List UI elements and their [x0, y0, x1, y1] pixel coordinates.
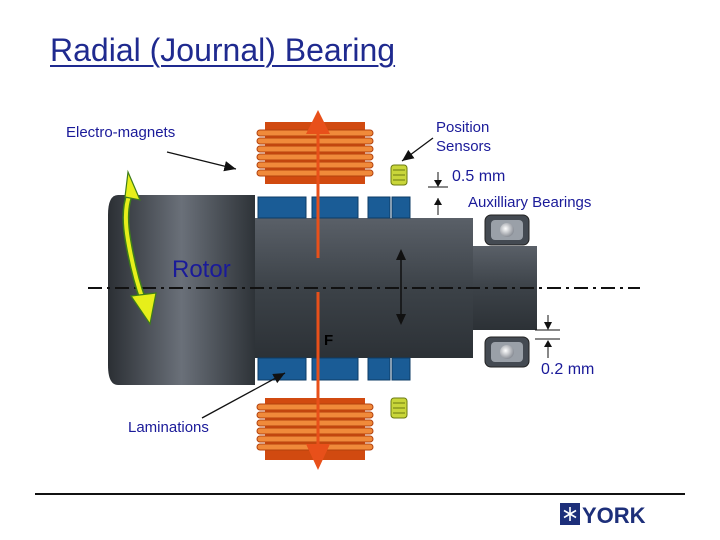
top-auxiliary-bearing [484, 214, 530, 246]
york-logo-graphic: YORK [560, 503, 646, 528]
top-laminations [257, 196, 411, 219]
bottom-gap-dimension [535, 315, 560, 358]
bottom-position-sensor [390, 397, 408, 419]
page-title: Radial (Journal) Bearing [50, 32, 396, 68]
shaft-diameter-arrow [396, 249, 406, 325]
position-sensors-label: Position Sensors [436, 118, 491, 156]
electromagnets-leader [166, 151, 237, 172]
bottom-laminations [257, 357, 411, 381]
top-gap-label: 0.5 mm [452, 168, 506, 185]
rotor-label: Rotor [172, 256, 231, 283]
laminations-leader [201, 372, 286, 419]
snowflake-icon [563, 507, 577, 521]
bottom-auxiliary-bearing [484, 336, 530, 368]
rotation-arrow [122, 169, 157, 326]
york-logo-text: YORK [582, 503, 646, 528]
rotor-disk [108, 195, 255, 385]
auxiliary-bearings-label: Auxilliary Bearings [468, 194, 592, 211]
force-label: F [324, 332, 334, 349]
electromagnets-label: Electro-magnets [66, 124, 176, 141]
bottom-force-arrow [306, 292, 330, 470]
laminations-label: Laminations [128, 419, 209, 436]
bottom-gap-label: 0.2 mm [541, 361, 595, 378]
york-logo: YORK [560, 502, 650, 528]
footer-rule [35, 493, 685, 495]
top-gap-dimension [428, 172, 448, 215]
position-sensors-line1: Position [436, 119, 490, 136]
top-position-sensor [390, 164, 408, 186]
sensors-leader [401, 137, 434, 162]
position-sensors-line2: Sensors [436, 138, 492, 155]
top-force-arrow [306, 110, 330, 258]
